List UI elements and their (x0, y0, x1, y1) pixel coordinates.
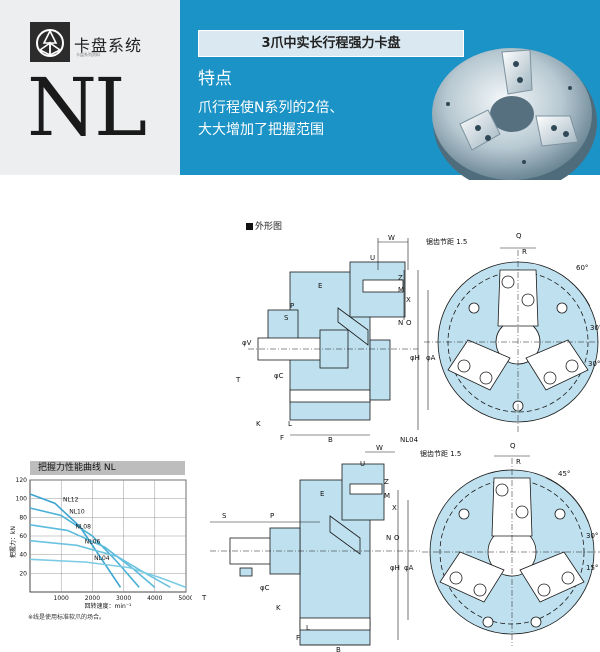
chart-title-bar (30, 461, 185, 475)
feature-line: 爪行程使N系列的2倍、 (198, 100, 344, 116)
svg-text:O: O (406, 319, 412, 327)
svg-text:L: L (288, 420, 292, 428)
svg-text:E: E (320, 490, 324, 498)
series-label: NL10 (69, 508, 85, 515)
y-tick-label: 20 (19, 570, 27, 577)
svg-text:X: X (406, 296, 411, 304)
x-tick-label: 3000 (116, 595, 131, 602)
svg-text:φA: φA (404, 564, 414, 572)
model-code: NL (27, 61, 147, 154)
svg-text:P: P (270, 512, 274, 520)
svg-text:φA: φA (426, 354, 436, 362)
series-label: NL08 (75, 523, 91, 530)
svg-text:15°: 15° (586, 564, 598, 572)
series-label: NL06 (85, 538, 101, 545)
svg-text:F: F (280, 434, 284, 442)
brand-subtitle: 卡盘系列资料 (76, 52, 100, 57)
svg-text:φH: φH (410, 354, 420, 362)
svg-text:S: S (284, 314, 289, 322)
pitch-label: 锯齿节距 1.5 (426, 237, 467, 246)
svg-text:P: P (290, 302, 294, 310)
y-tick-label: 80 (19, 514, 27, 521)
y-tick-label: 40 (19, 552, 27, 559)
features-heading: 特点 (198, 69, 232, 89)
svg-text:E: E (318, 282, 322, 290)
y-tick-label: 120 (16, 477, 28, 484)
svg-text:W: W (388, 234, 395, 242)
x-tick-label: 2000 (85, 595, 100, 602)
svg-text:Z: Z (398, 274, 403, 282)
svg-text:U: U (360, 460, 365, 468)
chart-note: ※线是使用标准软爪的场合。 (28, 614, 106, 621)
grip-force-chart: 20 40 60 80 100 120 1000 2000 3000 4000 5000 把握力：kN… (9, 477, 192, 610)
series-line-nl12 (29, 493, 122, 588)
svg-text:T: T (201, 594, 207, 602)
feature-line: 大大增加了把握范围 (198, 122, 324, 138)
brand-name: 卡盘系统 (74, 36, 143, 55)
svg-text:F: F (296, 634, 300, 642)
svg-text:B: B (328, 436, 333, 444)
svg-text:30°: 30° (586, 532, 598, 540)
svg-text:φV: φV (242, 339, 252, 347)
x-tick-label: 4000 (147, 595, 162, 602)
svg-text:M: M (398, 286, 404, 294)
section-label: 外形图 (246, 219, 282, 232)
svg-text:B: B (336, 646, 341, 652)
svg-text:φC: φC (260, 584, 270, 592)
series-line-nl06 (29, 539, 171, 589)
svg-text:N: N (386, 534, 391, 542)
x-axis-label: 回转速度：min⁻¹ (85, 602, 132, 610)
series-label: NL04 (94, 555, 110, 562)
svg-text:K: K (276, 604, 281, 612)
svg-text:30°: 30° (588, 360, 600, 368)
svg-text:R: R (516, 458, 521, 466)
svg-text:T: T (235, 376, 241, 384)
svg-text:O: O (394, 534, 400, 542)
svg-text:N: N (398, 319, 403, 327)
svg-text:φH: φH (390, 564, 400, 572)
svg-text:X: X (392, 504, 397, 512)
svg-text:M: M (384, 492, 390, 500)
svg-text:R: R (522, 248, 527, 256)
svg-text:Q: Q (516, 232, 522, 240)
svg-text:K: K (256, 420, 261, 428)
x-tick-label: 1000 (54, 595, 69, 602)
svg-text:S: S (222, 512, 227, 520)
brand-panel: 卡盘系统 卡盘系列资料 NL (0, 0, 180, 175)
series-line-nl10 (29, 507, 140, 588)
series-line-nl04 (29, 558, 187, 589)
svg-text:60°: 60° (576, 264, 588, 272)
series-line-nl08 (29, 524, 156, 588)
y-tick-label: 100 (16, 496, 28, 503)
x-tick-label: 5000 (178, 595, 192, 602)
svg-text:45°: 45° (558, 470, 570, 478)
svg-text:L: L (306, 624, 310, 632)
svg-text:U: U (370, 254, 375, 262)
y-axis-label: 把握力：kN (9, 526, 17, 558)
chart-title: 把握力性能曲线 NL (38, 463, 116, 473)
svg-text:Z: Z (384, 478, 389, 486)
logo-icon (30, 22, 70, 62)
drawing-nl04: W U Z M X N O E P S φV φC φH φA T K F L … (235, 232, 600, 444)
svg-text:Q: Q (510, 442, 516, 450)
pitch-label: 锯齿节距 1.5 (420, 449, 461, 458)
svg-text:30°: 30° (590, 324, 600, 332)
svg-text:φC: φC (274, 372, 284, 380)
svg-text:W: W (376, 444, 383, 452)
y-tick-label: 60 (19, 533, 27, 540)
drawing-nl-large: W U Z M X N O E S P φC φH φA T K F L B Q… (201, 442, 600, 652)
chuck-photo (432, 48, 597, 180)
product-title: 3爪中实长行程强力卡盘 (198, 30, 464, 57)
series-label: NL12 (63, 496, 79, 503)
model-label: NL04 (400, 436, 419, 444)
